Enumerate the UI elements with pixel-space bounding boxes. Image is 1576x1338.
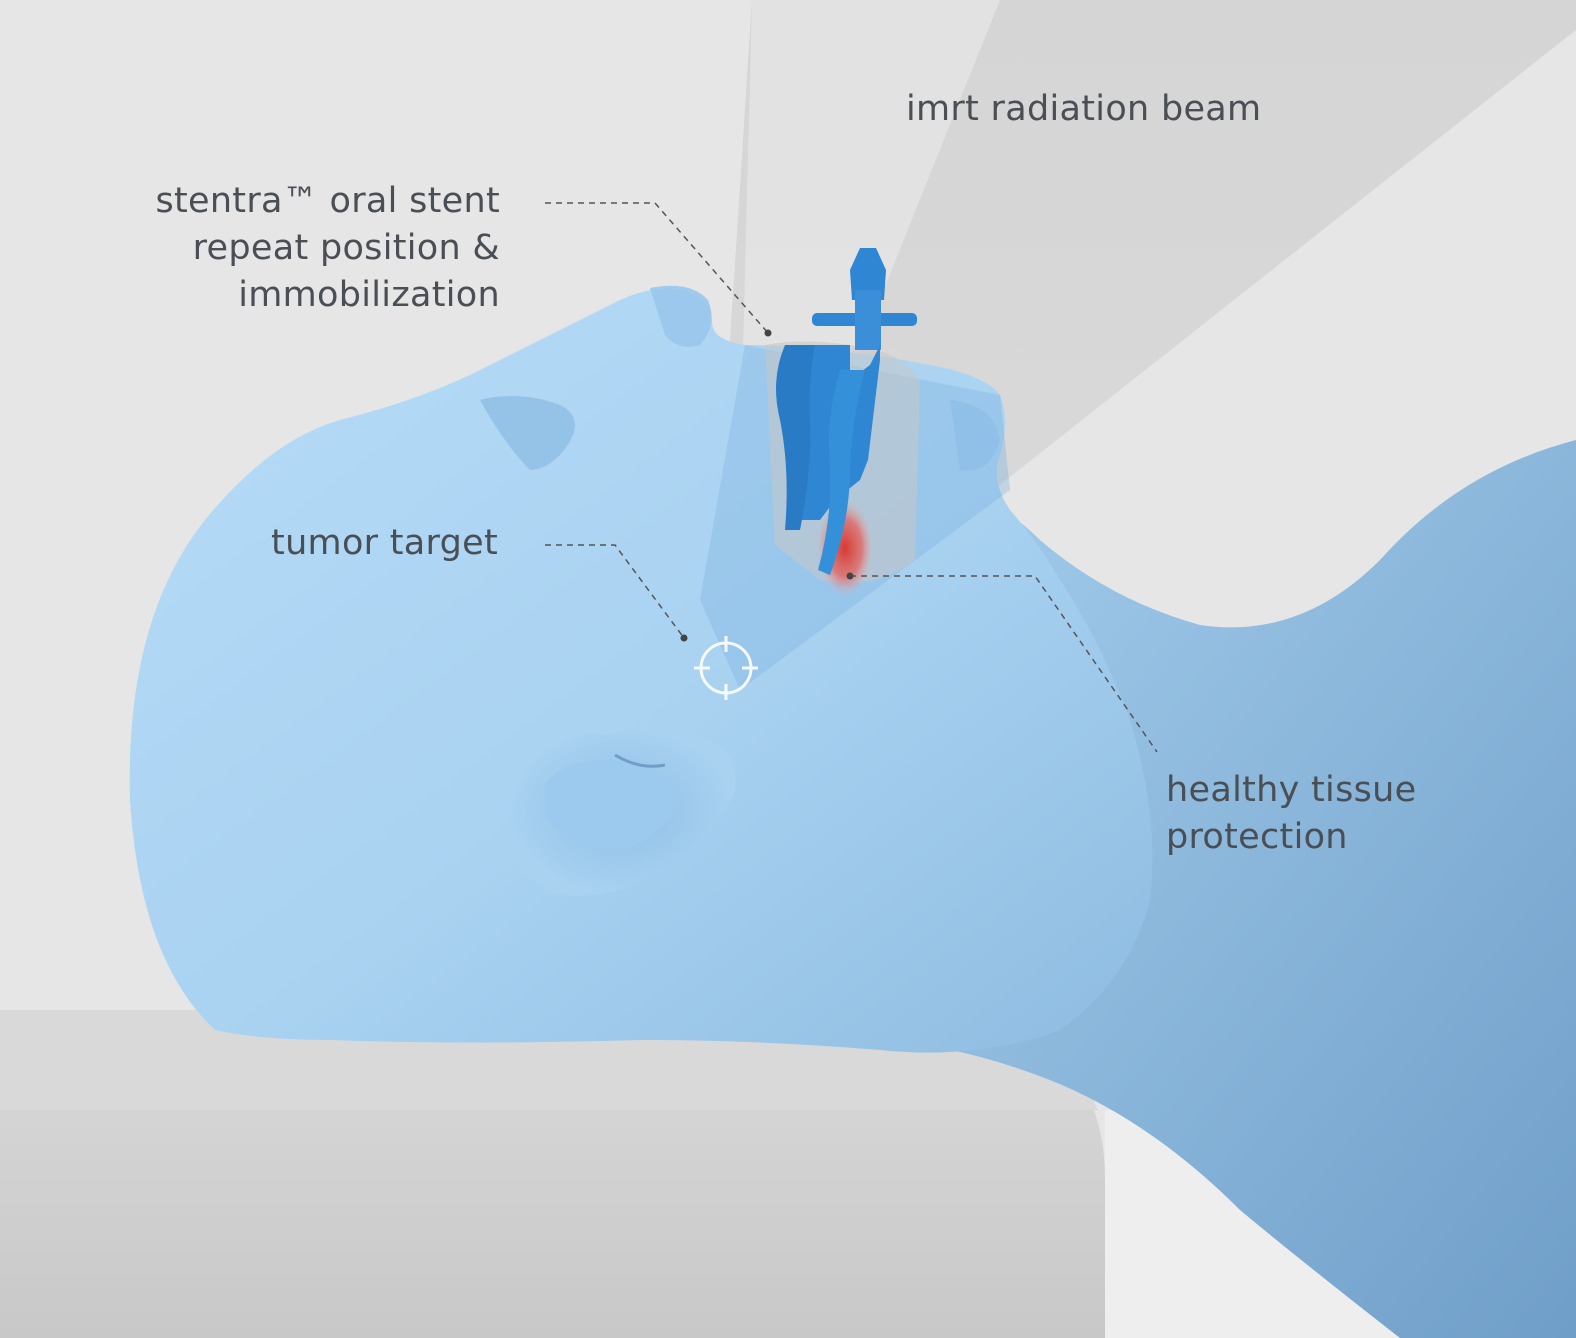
ear-fold [614,753,666,768]
healthy-label-line2: protection [1166,817,1348,857]
nose [650,285,712,348]
stent-label-line1: stentra™ oral stent [155,181,500,221]
leader-dot-stent [764,329,772,337]
stent-label: stentra™ oral stent repeat position & im… [155,178,500,319]
healthy-label-line1: healthy tissue [1166,770,1417,810]
oral-stent [776,248,917,575]
ear-inner [545,760,680,850]
stent-label-line2: repeat position & [192,228,500,268]
leader-dot-healthy [846,572,854,580]
beam-label: imrt radiation beam [906,86,1261,133]
leader-dot-tumor [680,634,688,642]
leader-lines [545,202,1158,753]
tumor-label: tumor target [271,520,498,567]
chin-shadow [950,400,1000,471]
healthy-tissue-label: healthy tissue protection [1166,767,1416,861]
leader-line-stent [545,202,769,334]
leader-line-tumor [545,544,685,639]
stent-label-line3: immobilization [238,275,500,315]
crosshair-icon [694,636,758,700]
eye-socket [480,396,575,470]
beam-label-text: imrt radiation beam [906,89,1262,129]
tumor-label-text: tumor target [271,523,498,563]
